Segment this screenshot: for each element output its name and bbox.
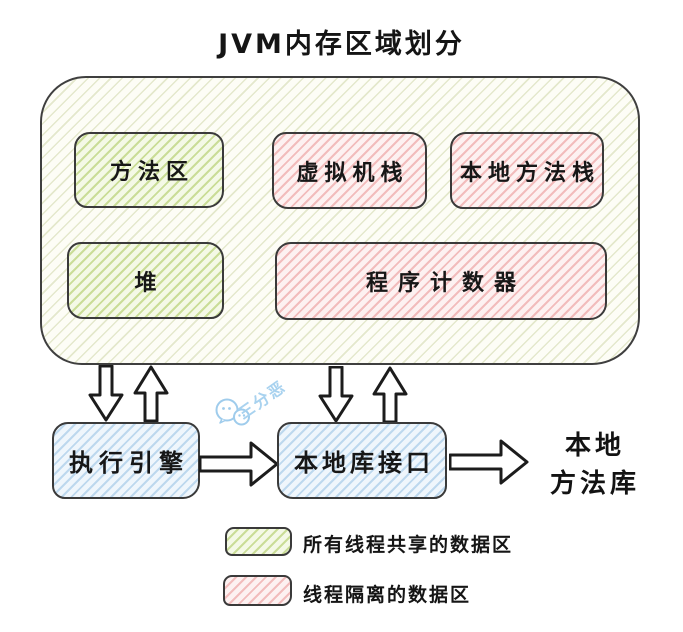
legend-label-isolated: 线程隔离的数据区 [303, 584, 472, 606]
region-heap: 堆 [67, 242, 224, 319]
watermark-text: 三分恶 [234, 376, 290, 424]
native-method-library-line2: 方法库 [549, 468, 640, 499]
native-interface-box: 本地库接口 [277, 422, 447, 499]
region-heap-label: 堆 [134, 270, 163, 296]
region-native-method-stack-label: 本地方法栈 [459, 160, 600, 186]
wechat-icon [214, 396, 252, 434]
execution-engine-box: 执行引擎 [52, 422, 200, 499]
legend-swatch-isolated [223, 575, 292, 606]
runtime-data-area-container: 方法区 虚拟机栈 本地方法栈 堆 程序计数器 [40, 76, 640, 365]
region-native-method-stack: 本地方法栈 [450, 132, 604, 209]
region-method-area-label: 方法区 [109, 160, 194, 185]
native-method-library-line1: 本地 [564, 431, 625, 461]
up-arrow-icon [133, 365, 169, 422]
native-interface-label: 本地库接口 [294, 449, 434, 477]
region-vm-stack-label: 虚拟机栈 [296, 160, 409, 186]
right-arrow-icon [199, 440, 279, 488]
down-arrow-icon [318, 366, 354, 423]
diagram-title: JVM内存区域划分 [218, 29, 465, 60]
up-arrow-icon [372, 366, 408, 423]
region-vm-stack: 虚拟机栈 [272, 132, 427, 209]
legend-label-shared: 所有线程共享的数据区 [303, 534, 514, 556]
region-program-counter-label: 程序计数器 [365, 271, 526, 296]
region-method-area: 方法区 [74, 132, 224, 208]
native-method-library-label: 本地 方法库 [532, 428, 658, 503]
right-arrow-icon [449, 438, 529, 486]
execution-engine-label: 执行引擎 [69, 449, 189, 477]
region-program-counter: 程序计数器 [275, 242, 607, 320]
legend-swatch-shared [225, 527, 292, 556]
down-arrow-icon [88, 365, 124, 422]
watermark: 三分恶 [214, 372, 314, 432]
